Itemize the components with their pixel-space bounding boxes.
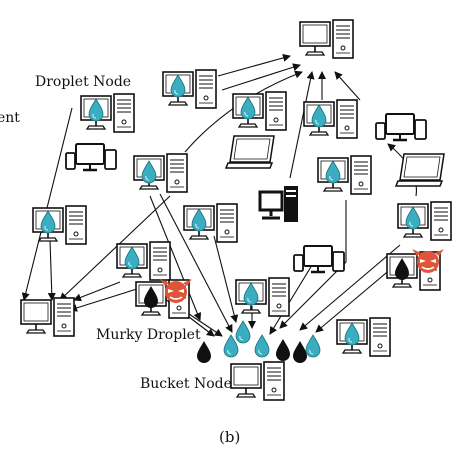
arrow	[334, 71, 361, 101]
arrow	[59, 195, 171, 301]
arrow	[213, 235, 239, 323]
desktop-computer-icon	[230, 361, 285, 401]
murky-droplet-icon	[293, 341, 307, 363]
desktop-computer-icon	[162, 69, 217, 109]
desktop-computer-icon	[303, 99, 358, 139]
arrow	[217, 54, 291, 77]
desktop-computer-icon	[232, 91, 287, 131]
device-set-icon	[64, 142, 118, 172]
desktop-computer-icon	[32, 205, 87, 245]
laptop-icon	[395, 153, 445, 187]
desktop-computer-icon	[299, 19, 354, 59]
arrow	[69, 287, 141, 312]
arrow	[299, 244, 401, 331]
murky-droplet-icon	[197, 341, 211, 363]
arrow	[315, 267, 393, 333]
murky-droplet-label: Murky Droplet	[96, 327, 201, 343]
water-drop-icon	[305, 334, 321, 358]
arrow	[159, 193, 233, 333]
desktop-computer-icon	[133, 153, 188, 193]
desktop-computer-icon	[183, 203, 238, 243]
cut-off-label: ent	[0, 110, 20, 126]
desktop-computer-icon	[235, 277, 290, 317]
water-drop-icon	[254, 334, 270, 358]
arrow	[73, 281, 121, 302]
murky-droplet-icon	[276, 339, 290, 361]
water-drop-icon	[235, 320, 251, 344]
figure-caption: (b)	[219, 428, 241, 446]
arrow	[149, 195, 202, 321]
desktop-computer-icon	[336, 317, 391, 357]
device-set-icon	[292, 244, 346, 274]
desktop-computer-icon	[116, 241, 171, 281]
arrow	[21, 107, 73, 301]
desktop-computer-icon	[20, 297, 75, 337]
arrow	[279, 200, 347, 329]
desktop-computer-icon	[80, 93, 135, 133]
arrow	[185, 311, 223, 337]
device-set-icon	[374, 112, 428, 142]
bucket-node-label: Bucket Node	[140, 376, 232, 392]
droplet-node-label: Droplet Node	[35, 74, 132, 90]
arrow	[47, 239, 56, 301]
tower-pc-icon	[258, 186, 298, 222]
arrow	[221, 63, 301, 91]
laptop-icon	[225, 135, 275, 169]
water-drop-icon	[223, 334, 239, 358]
arrow	[289, 71, 315, 179]
desktop-computer-icon	[317, 155, 372, 195]
desktop-computer-icon	[397, 201, 452, 241]
droplet-cluster	[197, 320, 321, 363]
